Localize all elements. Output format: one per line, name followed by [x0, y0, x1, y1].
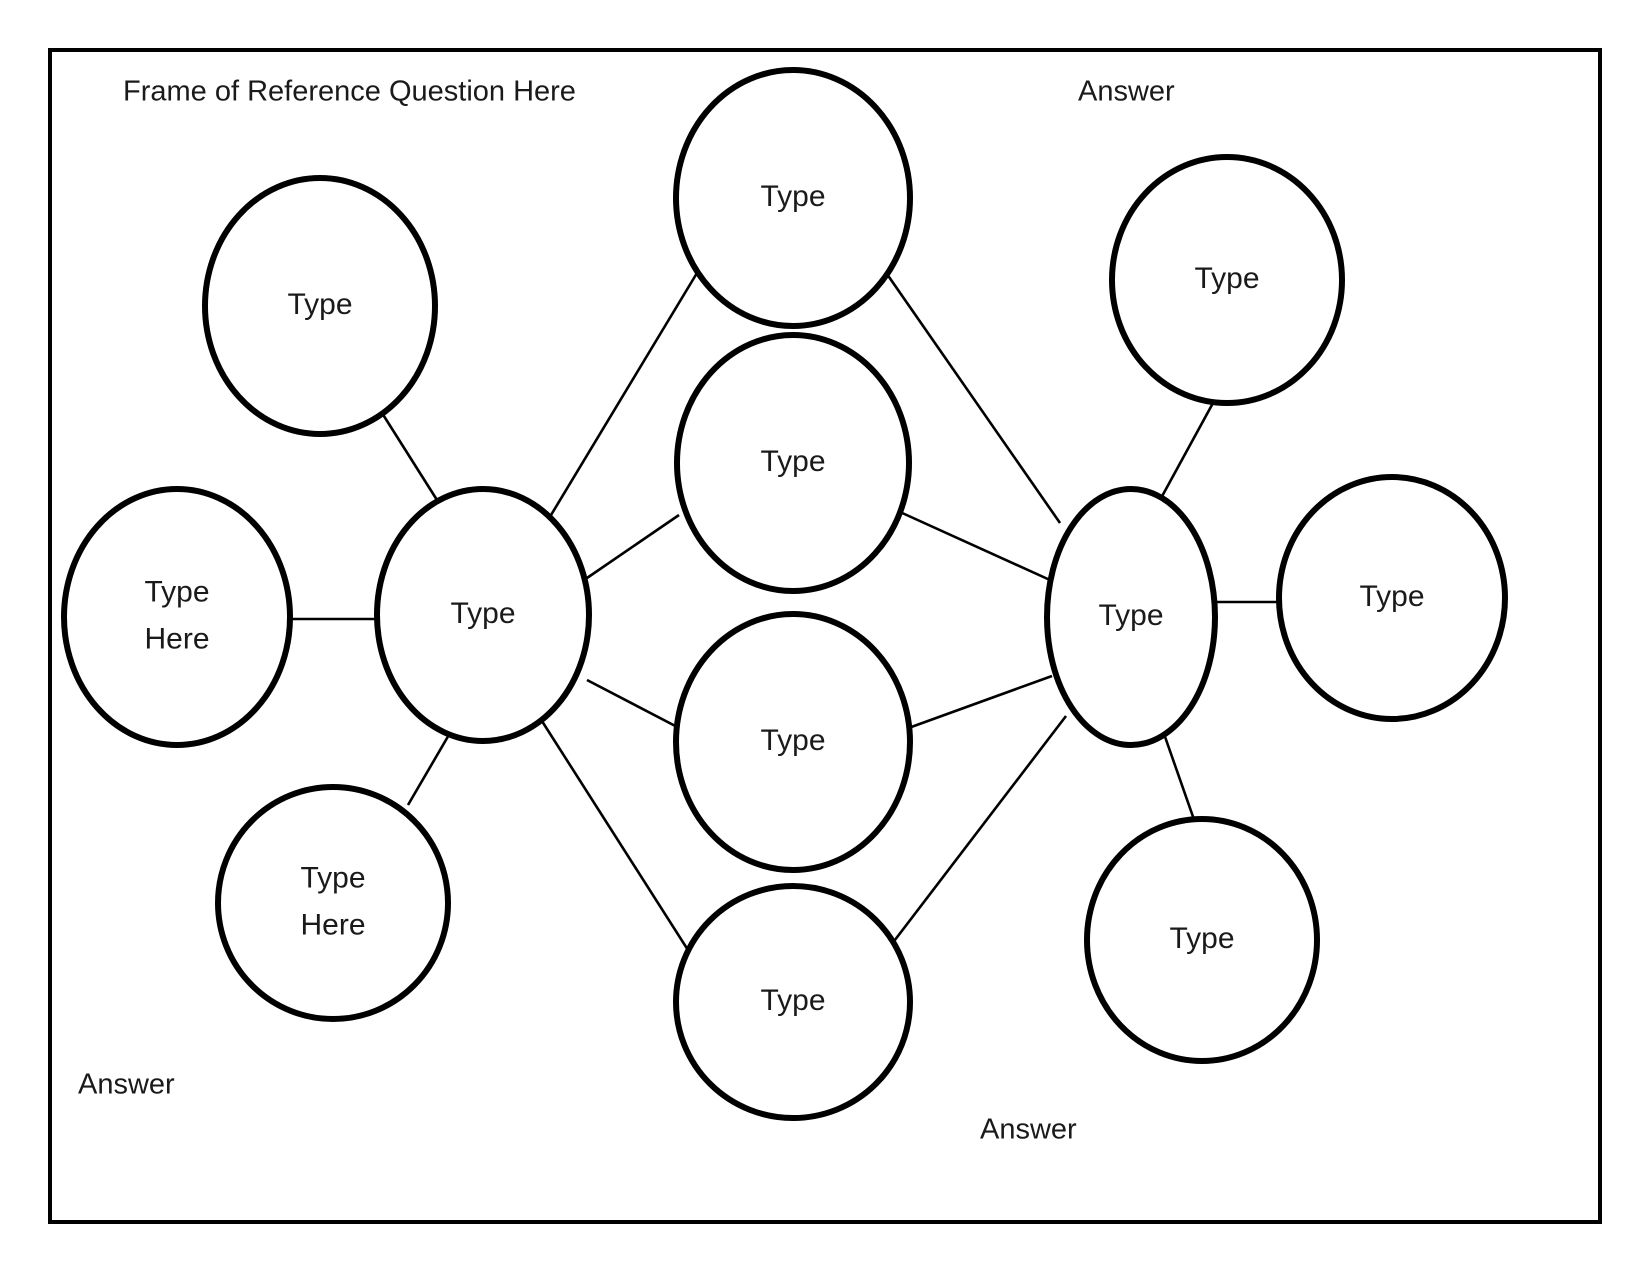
edge-center-2-to-hub-right [899, 510, 1051, 582]
node-shape-center-1[interactable] [673, 67, 913, 329]
node-hub-left[interactable]: Type [374, 486, 592, 744]
node-shape-top-left[interactable] [202, 175, 438, 437]
node-shape-center-3[interactable] [673, 611, 913, 873]
edge-hub-left-to-center-3 [586, 678, 684, 732]
node-center-1[interactable]: Type [673, 67, 913, 329]
edge-bottom-left-to-hub-left [406, 732, 452, 806]
node-hub-right[interactable]: Type [1044, 486, 1218, 748]
node-top-left[interactable]: Type [202, 175, 438, 437]
edge-hub-left-to-center-1 [543, 267, 702, 526]
edges-group [290, 263, 1279, 984]
node-label-bottom-left: Type [300, 861, 365, 894]
node-label-center-4: Type [760, 984, 825, 1017]
node-label-bottom-left: Here [300, 908, 365, 941]
edge-hub-right-to-top-right [1158, 402, 1215, 501]
node-shape-hub-left[interactable] [374, 486, 592, 744]
node-shape-top-right[interactable] [1109, 154, 1345, 406]
node-label-mid-left: Type [144, 575, 209, 608]
node-shape-center-2[interactable] [674, 332, 912, 594]
node-label-center-1: Type [760, 180, 825, 213]
node-label-hub-left: Type [450, 597, 515, 630]
edge-center-4-to-hub-right [870, 715, 1068, 971]
node-label-hub-right: Type [1098, 599, 1163, 632]
node-bottom-right[interactable]: Type [1084, 816, 1320, 1064]
node-center-2[interactable]: Type [674, 332, 912, 594]
node-shape-hub-right[interactable] [1044, 486, 1218, 748]
node-label-top-right: Type [1194, 262, 1259, 295]
section-labels-group: Frame of Reference Question Here Answer … [78, 76, 1175, 1146]
node-center-3[interactable]: Type [673, 611, 913, 873]
node-label-mid-right: Type [1359, 580, 1424, 613]
answer-label-bottom-left: Answer [78, 1069, 175, 1101]
edge-center-3-to-hub-right [902, 674, 1053, 732]
node-label-center-2: Type [760, 445, 825, 478]
node-shape-center-4[interactable] [673, 883, 913, 1121]
node-shape-mid-left[interactable] [61, 486, 293, 748]
outer-frame-border [48, 48, 1602, 1224]
node-label-mid-left: Here [144, 622, 209, 655]
node-shape-bottom-right[interactable] [1084, 816, 1320, 1064]
page-title: Frame of Reference Question Here [123, 76, 576, 108]
node-label-center-3: Type [760, 724, 825, 757]
node-shape-bottom-left[interactable] [215, 784, 451, 1022]
node-top-right[interactable]: Type [1109, 154, 1345, 406]
node-label-bottom-right: Type [1169, 922, 1234, 955]
edge-hub-left-to-center-4 [538, 717, 711, 984]
answer-label-bottom-center: Answer [980, 1114, 1077, 1146]
answer-label-top-right: Answer [1078, 76, 1175, 108]
edge-hub-left-to-center-2 [586, 513, 680, 580]
node-mid-right[interactable]: Type [1276, 474, 1508, 722]
node-center-4[interactable]: Type [673, 883, 913, 1121]
edge-center-1-to-hub-right [878, 263, 1062, 524]
node-label-top-left: Type [287, 288, 352, 321]
edge-top-left-to-hub-left [380, 412, 439, 501]
node-shape-mid-right[interactable] [1276, 474, 1508, 722]
